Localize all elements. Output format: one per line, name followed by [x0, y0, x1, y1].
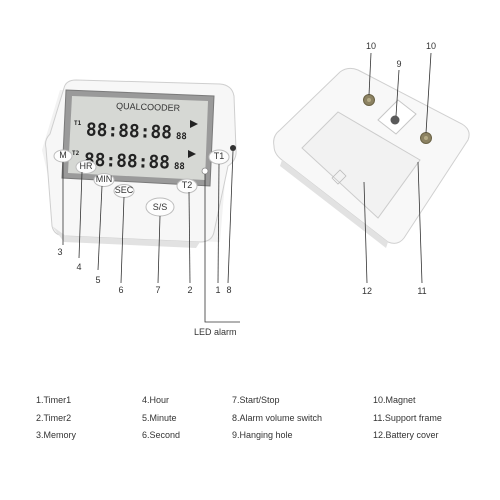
svg-text:S/S: S/S	[153, 202, 168, 212]
callout-3: 3	[57, 247, 62, 257]
legend-item: 6.Second	[142, 430, 181, 440]
legend-item: 2.Timer2	[36, 412, 72, 423]
callout-led-alarm: LED alarm	[194, 327, 237, 337]
legend-item: 1.Timer1	[36, 395, 72, 405]
callout-4: 4	[76, 262, 81, 272]
svg-text:T2: T2	[182, 180, 193, 190]
callout-9: 9	[396, 59, 401, 69]
legend-column-4: 10.Magnet 11.Support frame 12.Battery co…	[373, 392, 442, 445]
callout-7: 7	[155, 285, 160, 295]
alarm-volume-switch-icon[interactable]	[230, 145, 236, 151]
display-row-2: 88:88:88	[84, 149, 171, 173]
second-button[interactable]: SEC	[113, 184, 135, 198]
hour-button[interactable]: HR	[75, 160, 97, 174]
callout-12: 12	[362, 286, 372, 296]
legend-column-2: 4.Hour 5.Minute 6.Second	[142, 392, 180, 445]
start-stop-button[interactable]: S/S	[145, 197, 175, 217]
callout-10-left: 10	[366, 41, 376, 51]
legend-item: 8.Alarm volume switch	[232, 412, 323, 423]
back-device	[273, 67, 470, 248]
legend-column-3: 7.Start/Stop 8.Alarm volume switch 9.Han…	[232, 392, 322, 445]
minute-button[interactable]: MIN	[93, 173, 115, 187]
arrow-indicator-2	[188, 150, 196, 158]
lcd-screen	[68, 96, 208, 180]
display-tag-1: T1	[74, 120, 82, 127]
display-row-1: 88:88:88	[86, 119, 173, 143]
timer1-button[interactable]: T1	[208, 149, 230, 165]
display-row-1-small: 88	[176, 132, 187, 142]
legend-column-1: 1.Timer1 2.Timer2 3.Memory	[36, 392, 76, 445]
legend-item: 10.Magnet	[373, 395, 416, 405]
display-row-2-small: 88	[174, 162, 185, 172]
memory-button[interactable]: M	[53, 149, 73, 163]
front-device: QUALCOODER 88:88:88 88 T1 88:88:88 88 T2…	[42, 79, 237, 248]
svg-text:SEC: SEC	[115, 185, 134, 195]
legend-item: 9.Hanging hole	[232, 430, 293, 440]
legend-item: 11.Support frame	[373, 412, 442, 423]
back-callouts: 10 10 9 12 11	[362, 41, 436, 296]
brand-label: QUALCOODER	[116, 101, 181, 113]
callout-6: 6	[118, 285, 123, 295]
svg-text:MIN: MIN	[96, 174, 113, 184]
display-tag-2: T2	[72, 150, 80, 157]
legend-item: 7.Start/Stop	[232, 395, 280, 405]
svg-text:T1: T1	[214, 151, 225, 161]
legend-item: 12.Battery cover	[373, 430, 439, 440]
callout-1: 1	[215, 285, 220, 295]
callout-5: 5	[95, 275, 100, 285]
back-leader-lines	[363, 52, 432, 284]
svg-text:HR: HR	[80, 161, 93, 171]
arrow-indicator-1	[190, 120, 198, 128]
legend-item: 4.Hour	[142, 395, 170, 405]
timer2-button[interactable]: T2	[176, 178, 198, 194]
hanging-hole	[390, 115, 400, 125]
front-leader-lines	[62, 150, 240, 323]
front-callouts: 3 4 5 6 7 2 1 8 LED alarm	[57, 247, 236, 337]
callout-8: 8	[226, 285, 231, 295]
legend-item: 3.Memory	[36, 430, 77, 440]
callout-2: 2	[187, 285, 192, 295]
legend-item: 5.Minute	[142, 412, 177, 423]
battery-cover	[301, 111, 421, 219]
led-alarm-light	[201, 167, 209, 175]
callout-11: 11	[417, 286, 426, 296]
callout-10-right: 10	[426, 41, 436, 51]
svg-text:M: M	[59, 150, 67, 160]
